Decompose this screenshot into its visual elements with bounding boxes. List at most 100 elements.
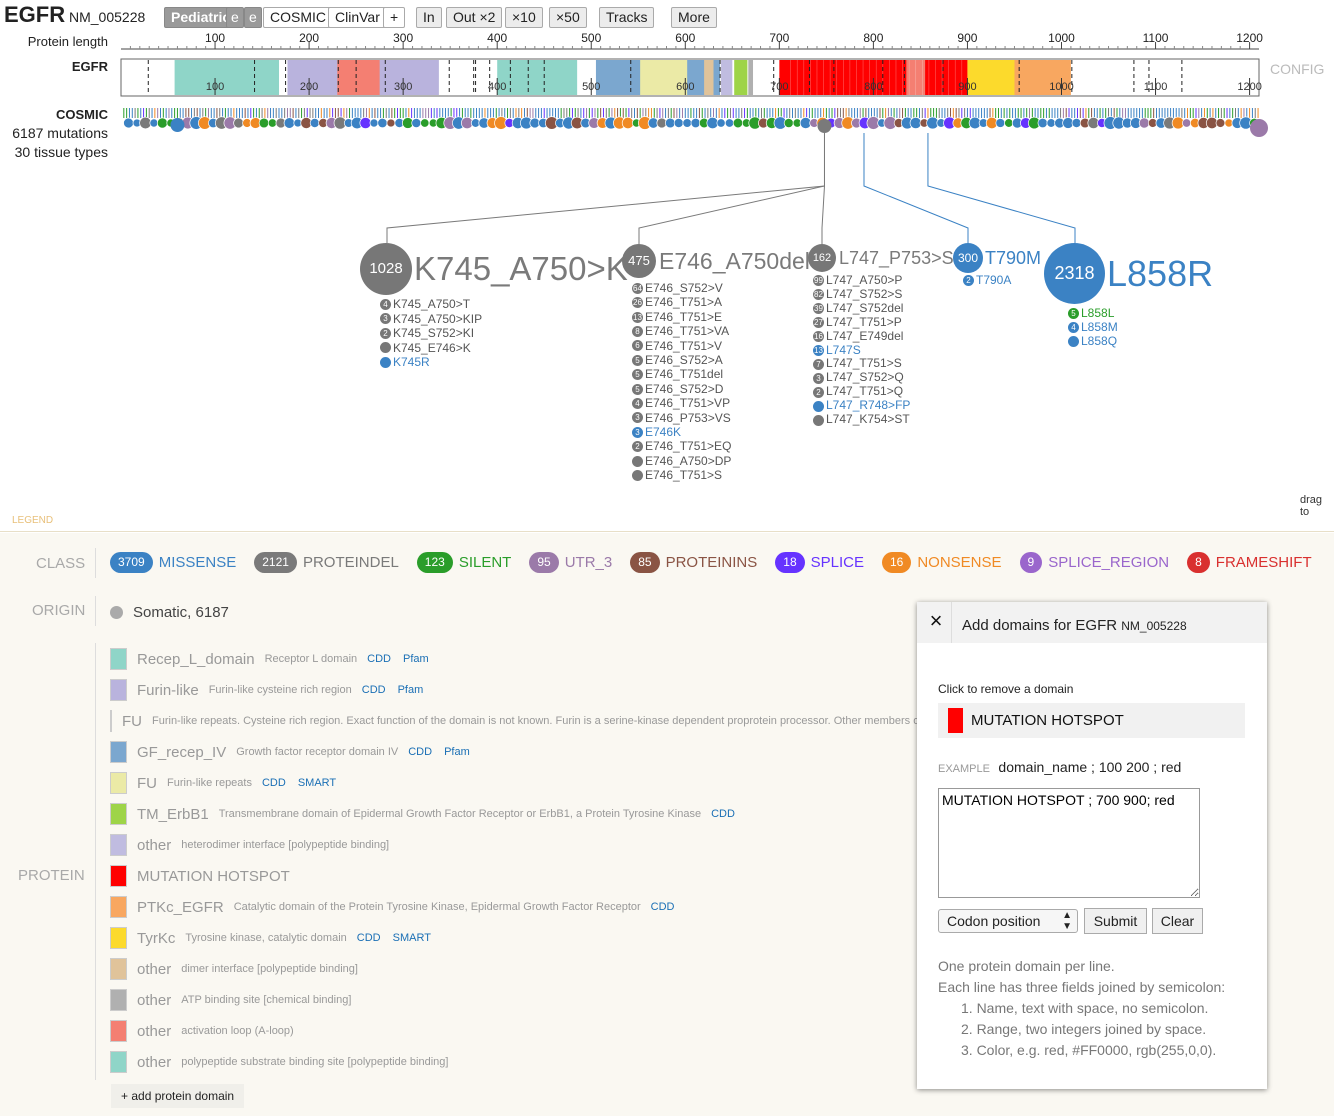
- cosmic-lollipop[interactable]: [411, 118, 422, 128]
- cosmic-lollipop[interactable]: [1181, 118, 1192, 128]
- pediatric-e-button-1[interactable]: e: [226, 7, 244, 28]
- cosmic-lollipop[interactable]: [386, 118, 396, 128]
- submit-button[interactable]: Submit: [1084, 908, 1147, 934]
- cosmic-lollipop[interactable]: [716, 118, 726, 128]
- hotspot-detail-row[interactable]: K745R: [380, 355, 628, 370]
- cosmic-lollipop[interactable]: [377, 117, 388, 129]
- domain-link-cdd[interactable]: CDD: [408, 746, 433, 758]
- existing-domain-item[interactable]: MUTATION HOTSPOT: [938, 703, 1245, 738]
- zoom-out-50-button[interactable]: ×50: [549, 7, 587, 28]
- cosmic-lollipop[interactable]: [673, 118, 684, 128]
- cosmic-lollipop[interactable]: [682, 118, 692, 128]
- domain-rect-fu[interactable]: [337, 60, 380, 95]
- domain-link-pfam[interactable]: Pfam: [397, 684, 424, 696]
- domain-color-swatch[interactable]: [110, 896, 127, 918]
- close-icon[interactable]: ×: [929, 608, 943, 633]
- cosmic-lollipop[interactable]: [1004, 118, 1014, 128]
- domain-color-swatch[interactable]: [110, 803, 127, 825]
- protein-domain-row[interactable]: MUTATION HOTSPOT: [110, 864, 917, 888]
- domain-rect-recep-l-domain[interactable]: [174, 60, 280, 95]
- domain-rect-other[interactable]: [906, 60, 926, 95]
- domain-color-swatch[interactable]: [110, 927, 127, 949]
- pediatric-button[interactable]: Pediatric: [164, 7, 238, 28]
- clear-button[interactable]: Clear: [1152, 908, 1203, 934]
- domain-link-cdd[interactable]: CDD: [711, 808, 735, 820]
- zoom-out-2-button[interactable]: Out ×2: [446, 7, 503, 28]
- domain-color-swatch[interactable]: [110, 834, 127, 856]
- cosmic-lollipop-large[interactable]: [1250, 119, 1268, 137]
- cosmic-lollipop[interactable]: [309, 118, 320, 128]
- cosmic-lollipop[interactable]: [156, 117, 168, 129]
- domain-color-swatch[interactable]: [110, 989, 127, 1011]
- domain-color-swatch[interactable]: [110, 958, 127, 980]
- cosmic-lollipop-large[interactable]: [170, 118, 185, 132]
- domain-color-swatch[interactable]: [110, 648, 127, 670]
- cosmic-lollipop[interactable]: [267, 118, 277, 128]
- more-button[interactable]: More: [671, 7, 717, 28]
- domain-color-swatch[interactable]: [110, 772, 127, 794]
- position-type-select[interactable]: Codon position ▲▼: [938, 909, 1078, 933]
- domain-rect-other[interactable]: [704, 60, 714, 95]
- domain-color-swatch[interactable]: [110, 1020, 127, 1042]
- cosmic-lollipop[interactable]: [233, 117, 244, 129]
- cosmic-lollipop[interactable]: [1071, 118, 1082, 128]
- domain-link-pfam[interactable]: Pfam: [402, 653, 429, 665]
- tracks-button[interactable]: Tracks: [599, 7, 655, 28]
- cosmic-lollipop[interactable]: [1037, 117, 1048, 129]
- cosmic-lollipop[interactable]: [258, 117, 270, 129]
- domain-color-swatch[interactable]: [110, 865, 127, 887]
- cosmic-lollipop[interactable]: [724, 118, 735, 128]
- cosmic-lollipop[interactable]: [1046, 118, 1056, 128]
- cosmic-lollipop[interactable]: [283, 117, 295, 129]
- domain-rect-tm-erbb1[interactable]: [734, 60, 748, 95]
- cosmic-lollipop[interactable]: [664, 117, 676, 129]
- domain-link-pfam[interactable]: Pfam: [444, 746, 470, 758]
- add-protein-domain-button[interactable]: + add protein domain: [111, 1084, 245, 1108]
- cosmic-lollipop[interactable]: [732, 117, 744, 129]
- cosmic-lollipop[interactable]: [783, 118, 794, 128]
- domain-rect-fu[interactable]: [640, 60, 688, 95]
- hotspot-detail-row[interactable]: L747_K754>ST: [813, 412, 954, 427]
- hotspot-detail-row[interactable]: L858Q: [1068, 334, 1213, 348]
- cosmic-lollipop[interactable]: [420, 118, 430, 128]
- domain-rect-other[interactable]: [748, 60, 754, 95]
